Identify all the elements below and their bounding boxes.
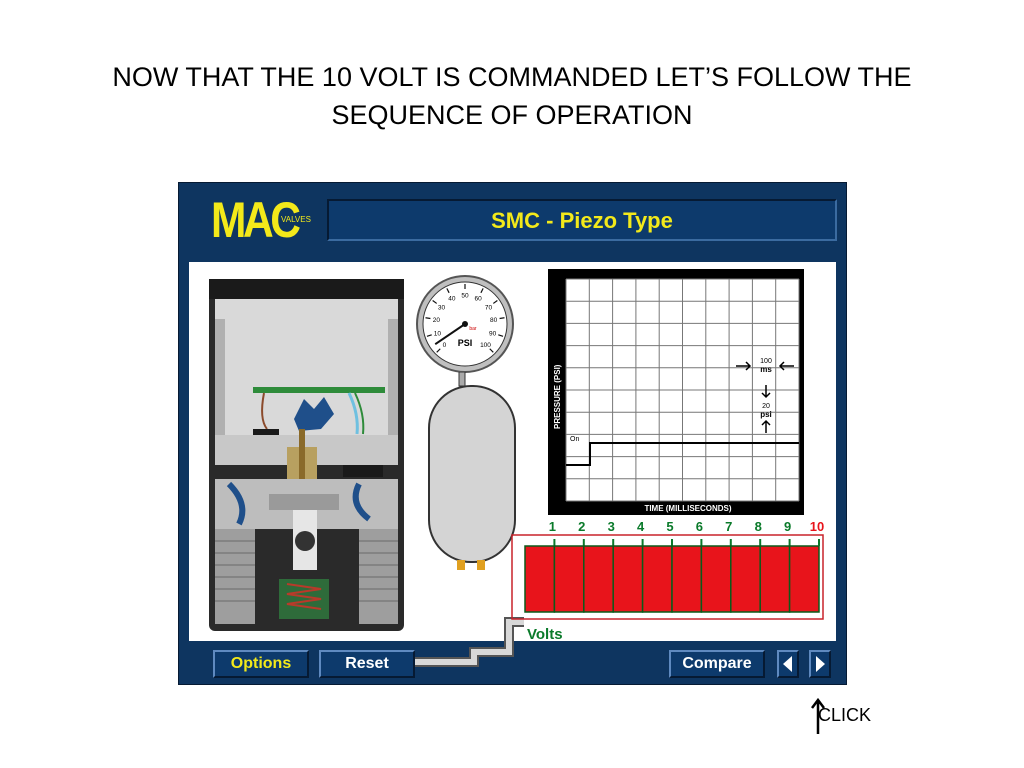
arrow-up-icon — [811, 697, 825, 734]
slide-title-line-1: NOW THAT THE 10 VOLT IS COMMANDED LET’S … — [112, 62, 912, 92]
volts-selector[interactable]: 1 2 3 4 5 6 7 8 9 10 Volts — [509, 513, 831, 641]
title-bar: SMC - Piezo Type — [327, 199, 837, 241]
pressure-scale-unit: psi — [760, 410, 772, 419]
gauge-tick — [436, 348, 441, 353]
volts-cell[interactable] — [671, 545, 703, 613]
accumulator-tank — [428, 385, 516, 570]
gauge-tick-label: 70 — [485, 304, 493, 311]
gauge-unit: PSI — [458, 338, 473, 348]
pressure-scale-up-arrow-icon — [761, 419, 771, 433]
gauge-tick-label: 10 — [434, 330, 442, 337]
volts-cell[interactable] — [524, 545, 556, 613]
volts-level-label[interactable]: 9 — [784, 519, 791, 534]
gauge-tick-label: 100 — [480, 342, 491, 349]
gauge-needle — [434, 323, 466, 346]
pressure-scale-down-arrow-icon — [761, 385, 771, 399]
volts-level-label[interactable]: 6 — [696, 519, 703, 534]
volts-cell[interactable] — [788, 545, 820, 613]
gauge-tick-label: 90 — [489, 330, 497, 337]
chart-y-label: PRESSURE (PSI) — [553, 364, 562, 429]
gauge-tick-label: 20 — [433, 317, 441, 324]
volts-cell[interactable] — [759, 545, 791, 613]
gauge-tick-label: 80 — [490, 317, 498, 324]
logo-text: MAC — [211, 192, 301, 248]
back-button[interactable] — [777, 650, 799, 678]
time-scale-right-arrow-icon — [778, 361, 794, 371]
pressure-time-chart: PRESSURE (PSI) TIME (MILLISECONDS) On 10… — [548, 269, 804, 515]
compare-button[interactable]: Compare — [669, 650, 765, 678]
valve-cutaway-diagram — [209, 279, 404, 631]
gauge-tick — [432, 300, 438, 304]
gauge-tick — [492, 300, 498, 304]
app-title: SMC - Piezo Type — [491, 208, 673, 233]
gauge-tick — [499, 317, 505, 320]
volts-level-label[interactable]: 10 — [810, 519, 824, 534]
mac-logo: MAC VALVES — [211, 192, 321, 248]
volts-cell[interactable] — [641, 545, 673, 613]
triangle-right-icon — [816, 656, 825, 672]
volts-level-label[interactable]: 2 — [578, 519, 585, 534]
gauge-tick-label: 50 — [461, 293, 469, 300]
gauge-bar-unit: bar — [469, 326, 477, 332]
time-scale-value: 100 — [760, 358, 772, 365]
volts-level-label[interactable]: 7 — [725, 519, 732, 534]
gauge-tick — [480, 288, 484, 294]
triangle-left-icon — [783, 656, 792, 672]
click-caption: CLICK — [818, 705, 872, 725]
pressure-scale-value: 20 — [762, 403, 770, 410]
volts-level-label[interactable]: 5 — [666, 519, 673, 534]
volts-level-label[interactable]: 1 — [549, 519, 556, 534]
options-button[interactable]: Options — [213, 650, 309, 678]
gauge-tick-label: 0 — [443, 342, 447, 349]
volts-level-label[interactable]: 3 — [608, 519, 615, 534]
slide-title-line-2: SEQUENCE OF OPERATION — [331, 100, 693, 130]
chart-trace — [566, 442, 799, 466]
volts-cell[interactable] — [612, 545, 644, 613]
volts-level-label[interactable]: 4 — [637, 519, 645, 534]
time-scale-left-arrow-icon — [736, 361, 752, 371]
gauge-tick — [498, 334, 504, 337]
chart-on-label: On — [570, 436, 579, 443]
gauge-tick-label: 30 — [438, 304, 446, 311]
gauge-tick-label: 40 — [448, 296, 456, 303]
logo-subtext: VALVES — [281, 215, 311, 224]
volts-level-label[interactable]: 8 — [755, 519, 762, 534]
gauge-tick — [425, 317, 431, 320]
volts-cell[interactable] — [730, 545, 761, 613]
volts-cell[interactable] — [553, 545, 585, 613]
chart-x-label: TIME (MILLISECONDS) — [644, 504, 731, 513]
simulator-window: MAC VALVES SMC - Piezo Type — [178, 182, 847, 685]
reset-button[interactable]: Reset — [319, 650, 415, 678]
forward-button[interactable] — [809, 650, 831, 678]
volts-cell[interactable] — [583, 545, 614, 613]
slide-title: NOW THAT THE 10 VOLT IS COMMANDED LET’S … — [60, 58, 964, 134]
volts-label: Volts — [527, 626, 563, 641]
time-scale-unit: ms — [760, 365, 772, 374]
gauge-tick — [489, 348, 494, 353]
volts-cell[interactable] — [700, 545, 732, 613]
gauge-tick — [446, 288, 450, 294]
gauge-tick — [426, 334, 432, 337]
gauge-tick-label: 60 — [475, 296, 483, 303]
